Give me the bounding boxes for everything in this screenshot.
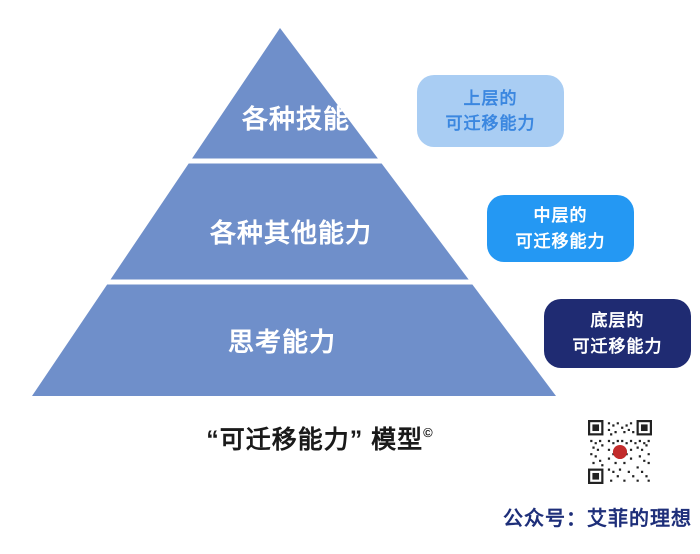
badge-upper-transferable: 上层的 可迁移能力 bbox=[417, 75, 564, 147]
qr-finder-bottom-left bbox=[588, 468, 604, 484]
pyramid-shape bbox=[32, 28, 556, 396]
diagram-title-text: “可迁移能力” 模型 bbox=[206, 426, 424, 454]
badge-upper-line1: 上层的 bbox=[463, 88, 518, 108]
qr-finder-top-right bbox=[636, 420, 652, 436]
qr-code bbox=[588, 420, 652, 484]
badge-bottom-line1: 底层的 bbox=[590, 311, 645, 330]
pyramid-layer-label-middle: 各种其他能力 bbox=[209, 218, 372, 248]
pyramid-layer-label-top: 各种技能 bbox=[241, 104, 350, 134]
badge-bottom-transferable: 底层的 可迁移能力 bbox=[544, 299, 691, 368]
brand-account-label: 公众号：艾菲的理想 bbox=[503, 508, 692, 530]
badge-upper-line2: 可迁移能力 bbox=[445, 114, 536, 133]
badge-middle-line2: 可迁移能力 bbox=[515, 231, 606, 251]
diagram-title: “可迁移能力” 模型© bbox=[120, 420, 520, 456]
pyramid-layer-label-bottom: 思考能力 bbox=[227, 327, 336, 357]
qr-modules bbox=[590, 422, 650, 482]
badge-middle-transferable: 中层的 可迁移能力 bbox=[487, 195, 634, 262]
badge-bottom-line2: 可迁移能力 bbox=[572, 336, 663, 356]
qr-center-logo bbox=[612, 444, 628, 460]
badge-middle-line1: 中层的 bbox=[533, 206, 588, 225]
qr-finder-top-left bbox=[588, 420, 604, 436]
copyright-mark: © bbox=[423, 424, 434, 440]
